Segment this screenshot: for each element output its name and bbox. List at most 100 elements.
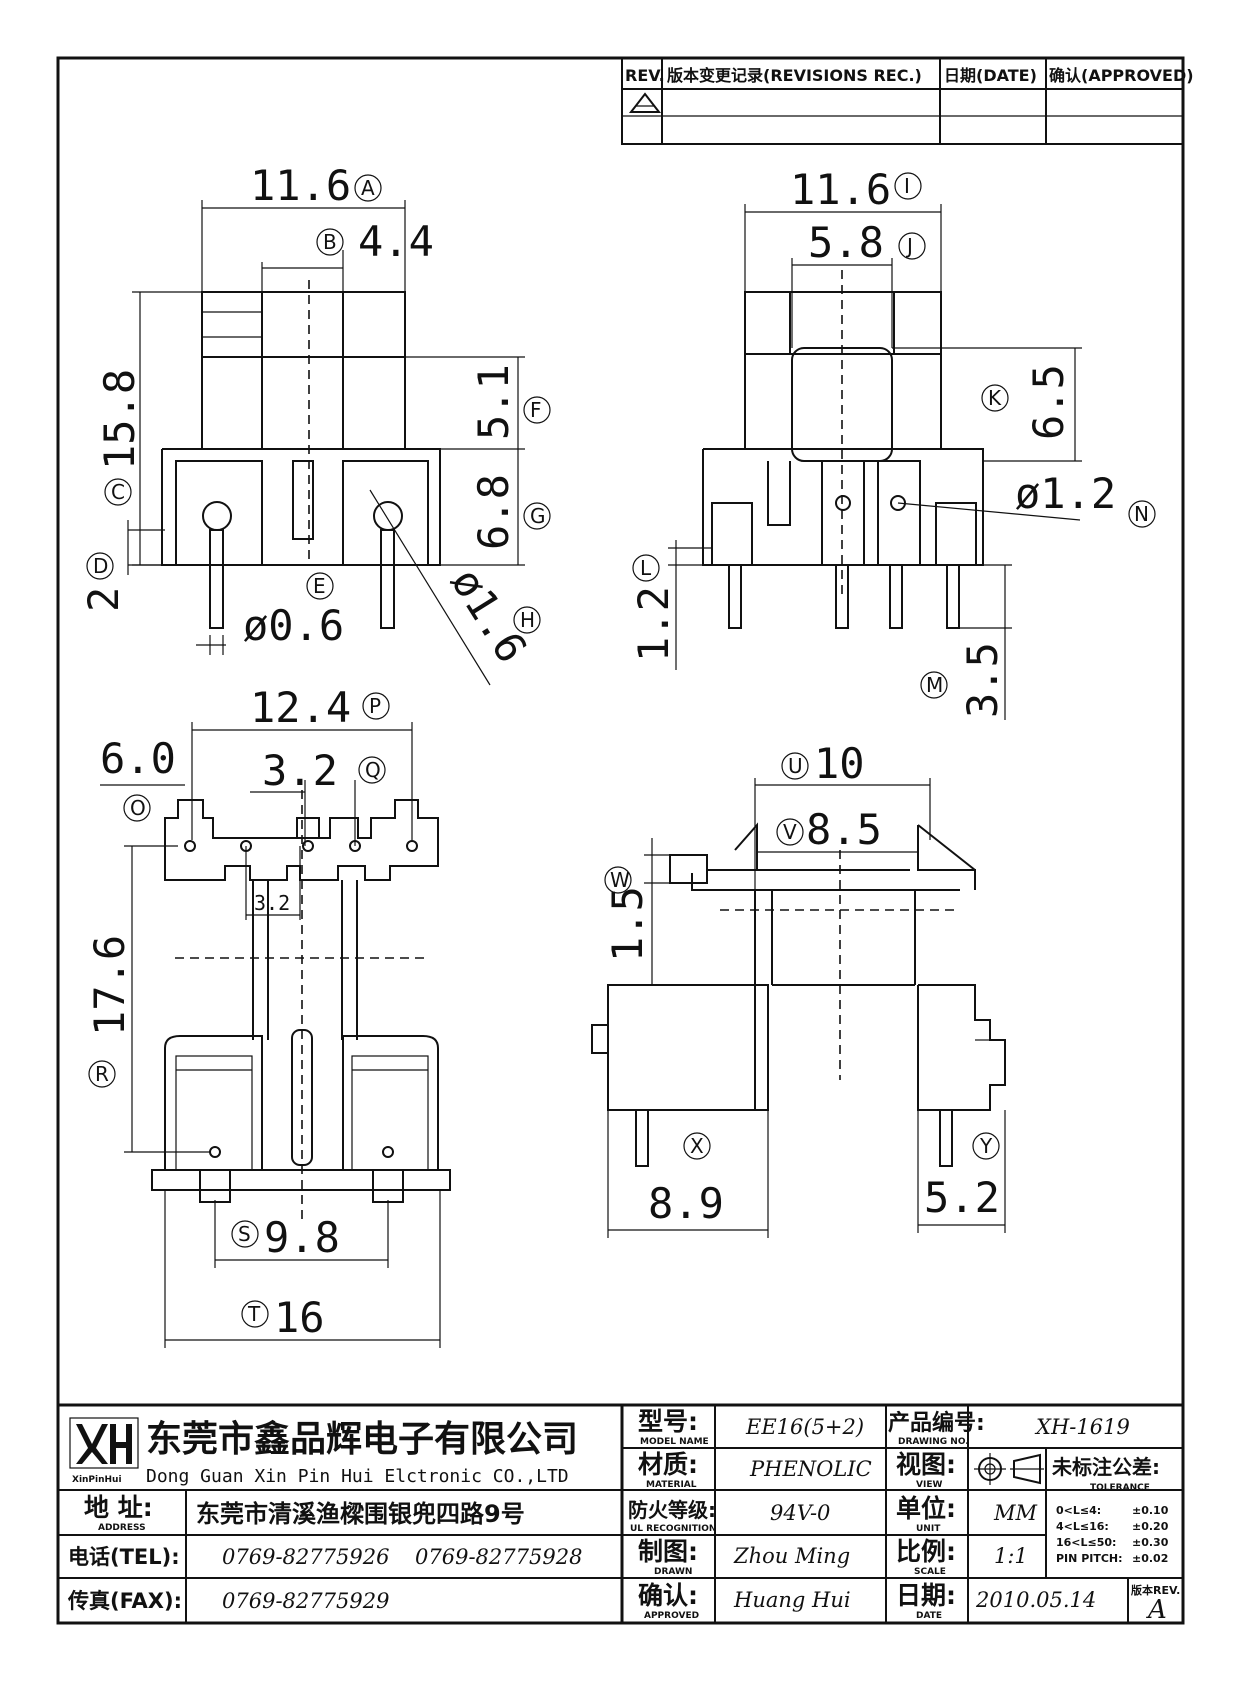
balloon-Y-label: Y	[979, 1134, 993, 1158]
material-label-en: MATERIAL	[646, 1480, 697, 1490]
revision-label: 版本REV.	[1131, 1583, 1180, 1597]
balloon-I-label: I	[904, 174, 910, 198]
view-label-en: VIEW	[916, 1480, 942, 1490]
balloon-F-label: F	[530, 398, 542, 422]
dim-U-value: 10	[814, 739, 865, 788]
dim-D-value: 2	[79, 587, 128, 612]
balloon-D-label: D	[93, 554, 108, 578]
dim-K-value: 6.5	[1024, 364, 1073, 440]
projection-symbol-icon	[974, 1453, 1044, 1485]
balloon-C	[104, 478, 132, 506]
date-value: 2010.05.14	[975, 1588, 1096, 1612]
tolerance-range-3: 16<L≤50:	[1056, 1536, 1116, 1549]
drawing-no-value: XH-1619	[1034, 1415, 1130, 1439]
balloon-X-label: X	[690, 1134, 704, 1158]
tolerance-range-4: PIN PITCH:	[1056, 1552, 1123, 1565]
balloon-Q	[358, 756, 386, 784]
front-view-dimensions: 11.6 A B 4.4 15.8 C D 2 5.1 F 6.8 G ø	[79, 161, 551, 686]
balloon-K	[981, 384, 1009, 412]
fire-rating-value: 94V-0	[770, 1501, 830, 1525]
balloon-H-label: H	[520, 608, 535, 632]
balloon-N-label: N	[1134, 502, 1149, 526]
model-label: 型号:	[638, 1407, 698, 1436]
company-name-cn: 东莞市鑫品辉电子有限公司	[146, 1419, 578, 1460]
dim-W-value: 1.5	[603, 886, 652, 962]
drawn-value: Zhou Ming	[733, 1544, 850, 1568]
bottom-view-dimensions: 12.4 P 6.0 O 3.2 Q 3.2 17.6 R S 9.8 T	[85, 683, 441, 1348]
balloon-A-label: A	[361, 176, 375, 200]
balloon-N	[1128, 500, 1156, 528]
balloon-G-label: G	[530, 504, 546, 528]
side-view	[702, 270, 984, 629]
approved-label: 确认:	[638, 1581, 698, 1610]
dim-F-value: 5.1	[469, 364, 518, 440]
address-label-en: ADDRESS	[98, 1523, 146, 1533]
dim-B-value: 4.4	[358, 217, 434, 266]
drawn-label-en: DRAWN	[654, 1567, 692, 1577]
date-label: 日期:	[896, 1581, 956, 1610]
balloon-F	[523, 396, 551, 424]
dim-O-value: 6.0	[100, 734, 176, 783]
dim-P-value: 12.4	[250, 683, 351, 732]
drawing-no-label-en: DRAWING NO.	[898, 1437, 969, 1447]
balloon-J	[898, 232, 926, 260]
unit-value: MM	[993, 1501, 1038, 1525]
unit-label-en: UNIT	[916, 1524, 941, 1534]
tolerance-value-3: ±0.30	[1132, 1536, 1169, 1549]
cross-section-view	[591, 822, 1006, 1167]
balloon-M-label: M	[926, 673, 943, 697]
approved-label-en: APPROVED	[644, 1611, 699, 1621]
balloon-W	[604, 866, 632, 894]
company-name-en: Dong Guan Xin Pin Hui Elctronic CO.,LTD	[146, 1466, 569, 1487]
dim-X-value: 8.9	[648, 1179, 724, 1228]
dim-M-value: 3.5	[958, 642, 1007, 718]
tolerance-range-2: 4<L≤16:	[1056, 1520, 1109, 1533]
balloon-Y	[972, 1132, 1000, 1160]
balloon-L	[632, 554, 660, 582]
dim-E-value: ø0.6	[243, 601, 344, 650]
balloon-U-label: U	[788, 754, 803, 778]
tel-value-2: 0769-82775928	[415, 1545, 582, 1569]
revision-triangle-icon	[628, 92, 662, 113]
balloon-L-label: L	[640, 556, 652, 580]
cross-section-dimensions: U 10 V 8.5 W 1.5 X 8.9 Y 5.2	[603, 739, 1006, 1238]
revision-block: REV. 版本变更记录(REVISIONS REC.) 日期(DATE) 确认(…	[621, 57, 1194, 145]
date-label-en: DATE	[916, 1611, 942, 1621]
bottom-view	[151, 790, 451, 1220]
balloon-W-label: W	[610, 868, 630, 892]
balloon-T	[241, 1300, 269, 1328]
balloon-I	[894, 172, 922, 200]
dim-T-value: 16	[274, 1293, 325, 1342]
rev-header: REV.	[625, 66, 665, 85]
balloon-V-label: V	[783, 820, 797, 844]
balloon-U	[781, 752, 809, 780]
model-value: EE16(5+2)	[745, 1415, 864, 1439]
drawing-no-label: 产品编号:	[888, 1410, 985, 1436]
balloon-M	[920, 671, 948, 699]
approved-value: Huang Hui	[733, 1588, 851, 1612]
balloon-E	[306, 572, 334, 600]
dim-Y-value: 5.2	[924, 1173, 1000, 1222]
dim-G-value: 6.8	[469, 474, 518, 550]
front-view	[161, 280, 441, 629]
dim-I-value: 11.6	[790, 165, 891, 214]
side-view-dimensions: 11.6 I 5.8 J 6.5 K ø1.2 N L 1.2 3.5 M	[629, 165, 1156, 720]
tolerance-label-en: TOLERANCE	[1090, 1483, 1150, 1493]
tolerance-range-1: 0<L≤4:	[1056, 1504, 1101, 1517]
fax-value: 0769-82775929	[222, 1589, 389, 1613]
balloon-A	[354, 174, 382, 202]
company-logo-icon	[69, 1417, 139, 1469]
dim-J-value: 5.8	[808, 218, 884, 267]
dim-N-value: ø1.2	[1015, 469, 1116, 518]
balloon-V	[776, 818, 804, 846]
approved-header: 确认(APPROVED)	[1049, 66, 1194, 85]
balloon-P	[362, 692, 390, 720]
balloon-H	[513, 606, 541, 634]
unit-label: 单位:	[896, 1494, 956, 1523]
balloon-B	[316, 228, 344, 256]
title-block: XinPinHui 东莞市鑫品辉电子有限公司 Dong Guan Xin Pin…	[58, 1403, 1183, 1625]
balloon-J-label: J	[905, 234, 913, 258]
balloon-O-label: O	[130, 796, 146, 820]
balloon-S	[231, 1220, 259, 1248]
